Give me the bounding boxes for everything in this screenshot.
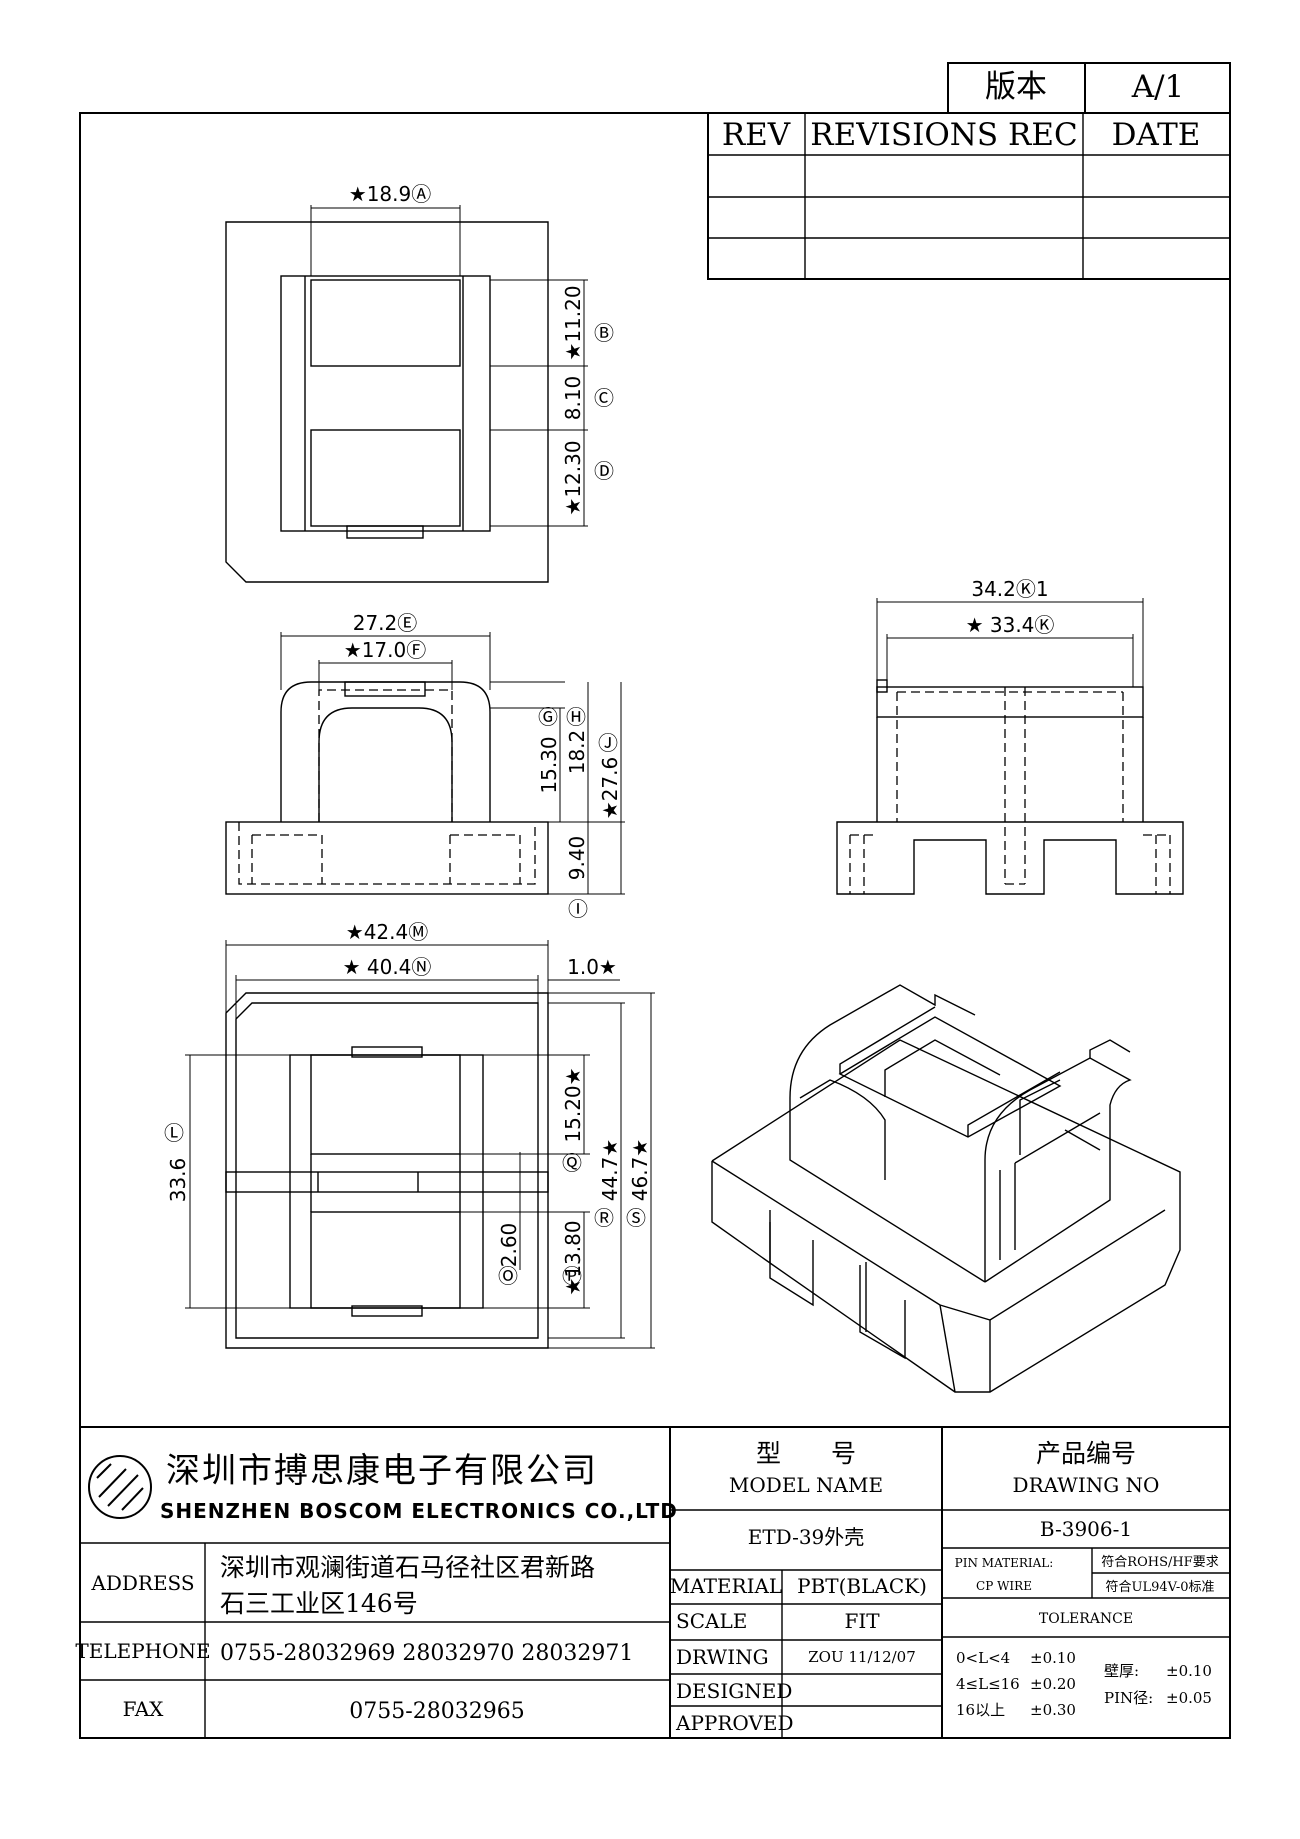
dim-j-mark: Ⓙ (598, 731, 618, 755)
scale-label: SCALE (676, 1609, 747, 1633)
dim-b-mark: Ⓑ (594, 321, 614, 345)
dim-p: ★13.80 (561, 1220, 585, 1295)
tolerance-range-1: 0<L<4 (956, 1649, 1010, 1667)
pin-diameter-value: ±0.05 (1166, 1689, 1212, 1707)
dim-n: ★ 40.4Ⓝ (343, 955, 432, 979)
dim-d: ★12.30 (561, 440, 585, 515)
dim-o: 2.60 (497, 1223, 521, 1268)
company-name-en: SHENZHEN BOSCOM ELECTRONICS CO.,LTD (160, 1499, 678, 1523)
isometric-view (711, 984, 1181, 1393)
drawing-no-value: B-3906-1 (1040, 1517, 1132, 1541)
dim-f: ★17.0Ⓕ (344, 638, 426, 662)
dim-e: 27.2Ⓔ (353, 611, 418, 635)
dim-c: 8.10 (561, 376, 585, 421)
tolerance-range-2: 4≤L≤16 (956, 1675, 1020, 1693)
wall-thickness-value: ±0.10 (1166, 1662, 1212, 1680)
front-view: 27.2Ⓔ ★17.0Ⓕ 15.30 Ⓖ 18.2 Ⓗ ★27.6 Ⓙ 9.40… (225, 611, 625, 921)
ul-requirement: 符合UL94V-0标准 (1106, 1579, 1215, 1595)
approved-label: APPROVED (675, 1711, 794, 1735)
drawing-no-label-cn: 产品编号 (1036, 1439, 1136, 1468)
material-label: MATERIAL (670, 1574, 782, 1598)
revisions-table: REV REVISIONS REC DATE (707, 112, 1231, 280)
tolerance-value-1: ±0.10 (1030, 1649, 1076, 1667)
dim-b: ★11.20 (561, 285, 585, 360)
fax-label: FAX (123, 1697, 165, 1721)
pin-diameter-label: PIN径: (1104, 1689, 1153, 1707)
dim-c-mark: Ⓒ (594, 386, 614, 410)
dim-g: 15.30 (537, 736, 561, 793)
dim-q-mark: Ⓠ (562, 1151, 582, 1175)
dim-k1: 34.2Ⓚ1 (971, 577, 1048, 601)
dim-h-mark: Ⓗ (566, 705, 586, 729)
drawing-label: DRWING (676, 1645, 769, 1669)
model-label-cn: 型 号 (756, 1439, 856, 1468)
drawing-no-label-en: DRAWING NO (1013, 1473, 1160, 1497)
pin-material-label: PIN MATERIAL: (955, 1556, 1054, 1570)
dim-a: ★18.9Ⓐ (349, 182, 431, 206)
telephone-value: 0755-28032969 28032970 28032971 (220, 1641, 633, 1666)
dim-l-mark: Ⓛ (164, 1121, 184, 1145)
model-label-en: MODEL NAME (729, 1473, 883, 1497)
material-value: PBT(BLACK) (797, 1574, 927, 1598)
dim-r: 44.7★ (598, 1139, 622, 1201)
address-line2: 石三工业区146号 (220, 1589, 418, 1618)
scale-value: FIT (844, 1609, 880, 1633)
drawing-value: ZOU 11/12/07 (808, 1648, 916, 1666)
dim-d-mark: Ⓓ (594, 459, 614, 483)
company-logo (88, 1455, 152, 1519)
dim-i: 9.40 (565, 836, 589, 881)
top-view: ★18.9Ⓐ ★11.20 Ⓑ 8.10 Ⓒ ★12.30 Ⓓ (225, 182, 614, 583)
tolerance-title: TOLERANCE (1039, 1611, 1133, 1627)
bottom-view: ★42.4Ⓜ ★ 40.4Ⓝ 1.0★ 33.6 Ⓛ 15.20★ Ⓠ 44.7… (164, 920, 655, 1349)
revisions-rec-header: REVISIONS REC (810, 117, 1077, 153)
dim-s-mark: Ⓢ (626, 1206, 646, 1230)
address-label: ADDRESS (90, 1571, 194, 1595)
rev-box-label: 版本 (985, 69, 1047, 105)
dim-l: 33.6 (166, 1158, 190, 1203)
dim-k: ★ 33.4Ⓚ (966, 613, 1055, 637)
designed-label: DESIGNED (676, 1679, 792, 1703)
dim-t: 1.0★ (567, 955, 617, 979)
dim-r-mark: Ⓡ (594, 1206, 614, 1230)
model-value: ETD-39外壳 (748, 1525, 865, 1549)
dim-q: 15.20★ (561, 1067, 585, 1142)
telephone-label: TELEPHONE (75, 1639, 210, 1663)
drawing-frame (79, 112, 1231, 1739)
dim-s: 46.7★ (628, 1139, 652, 1201)
dim-m: ★42.4Ⓜ (346, 920, 428, 944)
dim-p-mark: Ⓟ (562, 1264, 582, 1288)
rev-box-value: A/1 (1131, 69, 1185, 105)
dim-o-mark: Ⓞ (498, 1264, 518, 1288)
date-header: DATE (1112, 117, 1201, 153)
dim-h: 18.2 (565, 730, 589, 775)
company-name-cn: 深圳市搏思康电子有限公司 (166, 1451, 598, 1491)
wall-thickness-label: 壁厚: (1104, 1662, 1139, 1680)
pin-material-value: CP WIRE (976, 1579, 1032, 1593)
rev-header: REV (722, 117, 791, 153)
dim-g-mark: Ⓖ (538, 705, 558, 729)
tolerance-value-2: ±0.20 (1030, 1675, 1076, 1693)
tolerance-range-3: 16以上 (956, 1701, 1005, 1719)
address-line1: 深圳市观澜街道石马径社区君新路 (220, 1553, 595, 1582)
rohs-requirement: 符合ROHS/HF要求 (1101, 1554, 1218, 1570)
side-view: 34.2Ⓚ1 ★ 33.4Ⓚ (836, 577, 1184, 895)
title-block (80, 1426, 1230, 1738)
dim-j: ★27.6 (598, 757, 622, 819)
tolerance-value-3: ±0.30 (1030, 1701, 1076, 1719)
fax-value: 0755-28032965 (349, 1699, 524, 1724)
dim-i-mark: Ⓘ (568, 897, 588, 921)
